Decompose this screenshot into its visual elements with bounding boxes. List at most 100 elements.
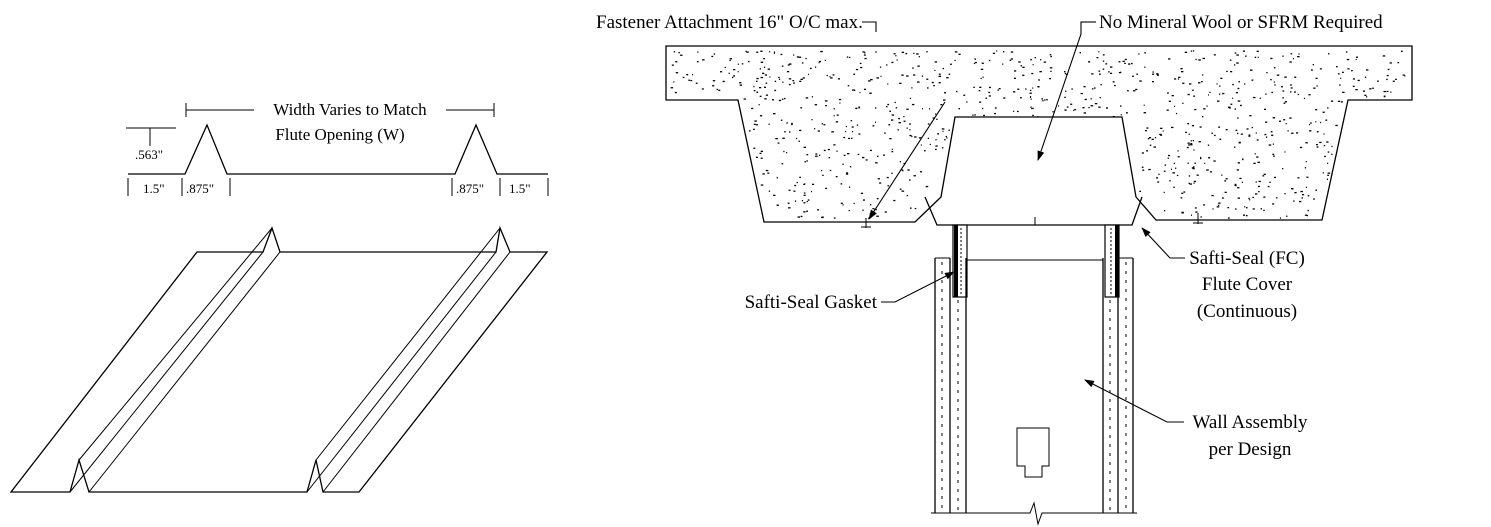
aggregate-speck (917, 81, 920, 83)
aggregate-speck (760, 61, 764, 63)
aggregate-speck (1327, 151, 1330, 153)
aggregate-speck (804, 161, 806, 163)
aggregate-speck (754, 120, 757, 122)
aggregate-speck (1310, 69, 1313, 71)
aggregate-speck (796, 181, 798, 184)
aggregate-speck (1032, 87, 1034, 89)
aggregate-speck (1040, 59, 1042, 61)
aggregate-speck (798, 56, 802, 58)
aggregate-speck (1313, 87, 1316, 89)
aggregate-speck (849, 186, 851, 188)
aggregate-speck (884, 211, 887, 213)
aggregate-speck (1099, 73, 1101, 75)
aggregate-speck (1133, 90, 1136, 92)
aggregate-speck (815, 66, 817, 68)
aggregate-speck (1187, 123, 1190, 125)
aggregate-speck (1252, 196, 1254, 199)
aggregate-speck (877, 178, 880, 180)
aggregate-speck (716, 88, 718, 91)
aggregate-speck (1257, 161, 1260, 163)
aggregate-speck (773, 194, 776, 196)
aggregate-speck (1213, 160, 1216, 162)
aggregate-speck (1120, 105, 1122, 107)
aggregate-speck (859, 91, 861, 94)
aggregate-speck (1271, 91, 1274, 94)
aggregate-speck (1144, 52, 1146, 54)
aggregate-speck (940, 104, 943, 106)
aggregate-speck (1171, 126, 1174, 129)
aggregate-speck (1189, 83, 1192, 85)
flute-cover-label-line-3: (Continuous) (1197, 301, 1297, 322)
leader-lines (862, 21, 1185, 423)
fastener (861, 213, 1203, 228)
aggregate-speck (783, 150, 785, 153)
aggregate-speck (979, 86, 982, 88)
aggregate-speck (1064, 109, 1067, 111)
aggregate-speck (1079, 52, 1081, 54)
aggregate-speck (1166, 109, 1169, 111)
aggregate-speck (1357, 79, 1360, 82)
aggregate-speck (909, 123, 911, 125)
aggregate-speck (922, 108, 924, 110)
aggregate-speck (1125, 112, 1128, 114)
aggregate-speck (926, 51, 928, 53)
aggregate-speck (1147, 138, 1150, 140)
aggregate-speck (1293, 200, 1295, 202)
aggregate-speck (1175, 112, 1178, 115)
aggregate-speck (803, 192, 806, 194)
flute-cover-cross-section (128, 123, 548, 175)
aggregate-speck (920, 171, 922, 173)
aggregate-speck (1303, 97, 1306, 100)
aggregate-speck (1292, 58, 1294, 60)
aggregate-speck (1172, 172, 1175, 174)
aggregate-speck (974, 61, 977, 64)
aggregate-speck (739, 82, 742, 84)
aggregate-speck (814, 128, 816, 130)
aggregate-speck (929, 108, 931, 110)
aggregate-speck (996, 50, 998, 52)
aggregate-speck (1222, 92, 1225, 95)
aggregate-speck (759, 95, 762, 97)
aggregate-speck (1339, 84, 1341, 86)
aggregate-speck (671, 64, 674, 66)
aggregate-speck (1154, 137, 1157, 139)
aggregate-speck (760, 76, 763, 79)
aggregate-speck (1206, 105, 1208, 107)
aggregate-speck (712, 85, 715, 87)
aggregate-speck (1050, 70, 1052, 72)
aggregate-speck (1273, 176, 1276, 179)
aggregate-speck (1227, 217, 1230, 219)
aggregate-speck (1331, 145, 1333, 148)
aggregate-speck (1112, 81, 1115, 83)
aggregate-speck (1211, 132, 1213, 134)
aggregate-speck (935, 139, 937, 141)
aggregate-speck (1235, 129, 1238, 131)
aggregate-speck (840, 183, 843, 185)
aggregate-speck (737, 63, 739, 65)
flute-cover-isometric (9, 225, 549, 493)
concrete-deck (665, 45, 1413, 223)
aggregate-speck (1202, 57, 1205, 60)
aggregate-speck (1271, 134, 1274, 136)
aggregate-speck (1013, 91, 1016, 93)
aggregate-speck (1049, 54, 1052, 56)
aggregate-speck (1227, 207, 1230, 209)
aggregate-speck (801, 200, 803, 202)
aggregate-speck (893, 199, 896, 202)
aggregate-speck (1225, 129, 1228, 131)
aggregate-speck (820, 169, 823, 172)
aggregate-speck (980, 77, 982, 80)
aggregate-speck (1290, 84, 1292, 86)
aggregate-speck (1098, 70, 1101, 72)
aggregate-speck (1157, 181, 1160, 183)
aggregate-speck (1064, 96, 1066, 98)
aggregate-speck (1369, 88, 1372, 90)
aggregate-speck (753, 90, 756, 92)
aggregate-speck (1201, 81, 1203, 83)
aggregate-speck (1074, 108, 1077, 111)
aggregate-speck (1198, 141, 1201, 143)
aggregate-speck (1090, 98, 1092, 100)
aggregate-speck (796, 137, 798, 140)
aggregate-speck (1342, 71, 1344, 73)
aggregate-speck (1301, 197, 1303, 199)
